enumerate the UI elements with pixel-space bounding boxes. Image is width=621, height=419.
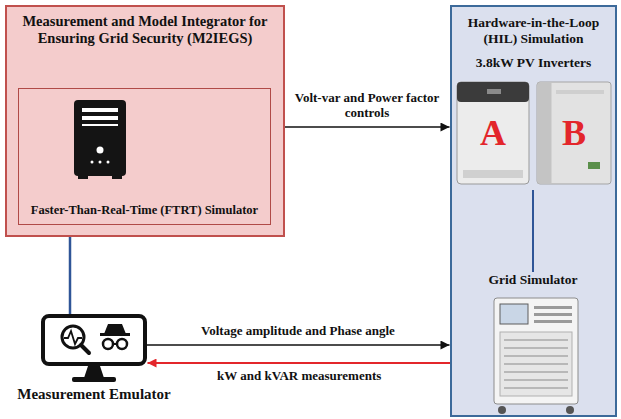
inverter-body [537, 82, 611, 184]
simulator-box: Faster-Than-Real-Time (FTRT) Simulator [18, 88, 271, 225]
link-line [69, 237, 72, 314]
simulator-display [500, 304, 528, 324]
monitor-icon [43, 316, 145, 382]
power-button [97, 147, 104, 154]
drive-bay [82, 116, 118, 120]
control-arrow [285, 126, 450, 128]
simulator-button-row [534, 306, 572, 309]
edge-label-holder: kW and kVAR measurements [217, 369, 381, 384]
spy-glasses [103, 339, 113, 349]
computer-tower [74, 100, 126, 179]
spy-hat-brim [100, 333, 130, 336]
spy-glasses-bridge [113, 343, 117, 345]
inverter-display [487, 89, 501, 94]
simulator-cabinet [494, 298, 578, 404]
signal-arrow [147, 344, 450, 346]
inverter-a-picture [457, 82, 529, 184]
edge-label: kW and kVAR measurements [217, 369, 381, 384]
device-label: Grid Simulator [468, 272, 598, 288]
link-line [532, 190, 534, 272]
drive-bay [82, 108, 118, 112]
simulator-button-row [534, 313, 572, 316]
simulator-wheel [566, 406, 574, 414]
inverter-top [457, 82, 529, 102]
simulator-button-row [534, 320, 572, 323]
box-label: Faster-Than-Real-Time (FTRT) Simulator [23, 203, 266, 217]
simulator-grill [500, 332, 572, 396]
box-title: Hardware-in-the-Loop (HIL) Simulation [457, 15, 610, 46]
box-title: Measurement and Model Integrator for Ens… [15, 13, 275, 46]
device-label: Measurement Emulator [17, 386, 170, 403]
inverter-side [538, 83, 552, 184]
drive-bay [82, 124, 118, 126]
inverter-b-picture [537, 82, 611, 184]
led-dot [99, 161, 102, 164]
monitor-screen [43, 316, 145, 364]
monitor-stand [84, 366, 104, 378]
tower-case [74, 100, 126, 176]
spy-glasses [117, 339, 127, 349]
inverter-panel [556, 90, 604, 94]
monitor-base [72, 377, 116, 382]
led-dot [107, 161, 110, 164]
magnifier-handle [81, 345, 89, 353]
measurement-arrow [148, 362, 451, 364]
tower-foot [78, 175, 88, 179]
edge-label-holder: Voltage amplitude and Phase angle [201, 324, 395, 339]
inverter-body [457, 82, 529, 184]
edge-label: Voltage amplitude and Phase angle [201, 324, 395, 339]
tower-foot [112, 175, 122, 179]
simulator-wheel [498, 406, 506, 414]
led-dot [91, 161, 94, 164]
grill-slots [504, 340, 568, 388]
inverter-letter: A [456, 113, 530, 154]
edge-label: Volt-var and Power factor controls [292, 91, 442, 121]
inverter-letter: B [536, 113, 612, 154]
waveform [64, 331, 82, 344]
spy-hat [104, 324, 126, 334]
integrator-box: Measurement and Model Integrator for Ens… [5, 5, 285, 237]
group-label: 3.8kW PV Inverters [453, 55, 614, 71]
grid-simulator-picture [494, 298, 578, 414]
inverter-panel [463, 170, 523, 178]
edge-label-holder: Volt-var and Power factor controls [292, 91, 442, 121]
inverter-display [588, 162, 600, 169]
